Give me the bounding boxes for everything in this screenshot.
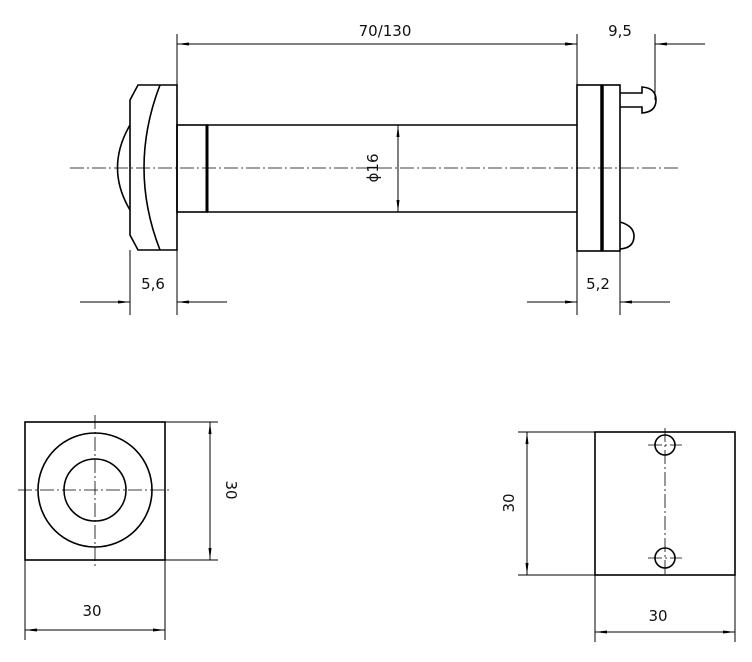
side-view: 70/130 9,5 ϕ16 5,6 5,2 <box>70 22 705 315</box>
dim-pin-offset: 9,5 <box>608 22 632 40</box>
rear-knob <box>619 221 635 250</box>
dim-diameter: ϕ16 <box>364 154 382 183</box>
rear-flange <box>576 84 621 252</box>
front-view: 30 30 <box>18 415 240 640</box>
dim-front-flange: 5,6 <box>141 275 165 293</box>
dim-rear-flange: 5,2 <box>586 275 610 293</box>
dim-rear-height: 30 <box>500 493 518 512</box>
collar <box>176 124 208 213</box>
dim-rear-width: 30 <box>648 607 667 625</box>
dim-overall-length: 70/130 <box>359 22 412 40</box>
pin <box>620 86 657 114</box>
rear-view: 30 30 <box>500 428 736 642</box>
dim-front-width: 30 <box>82 602 101 620</box>
front-flange <box>129 84 178 251</box>
dim-front-height: 30 <box>222 480 240 499</box>
lens-dome <box>116 124 131 211</box>
lens-inner-arc <box>143 84 161 251</box>
